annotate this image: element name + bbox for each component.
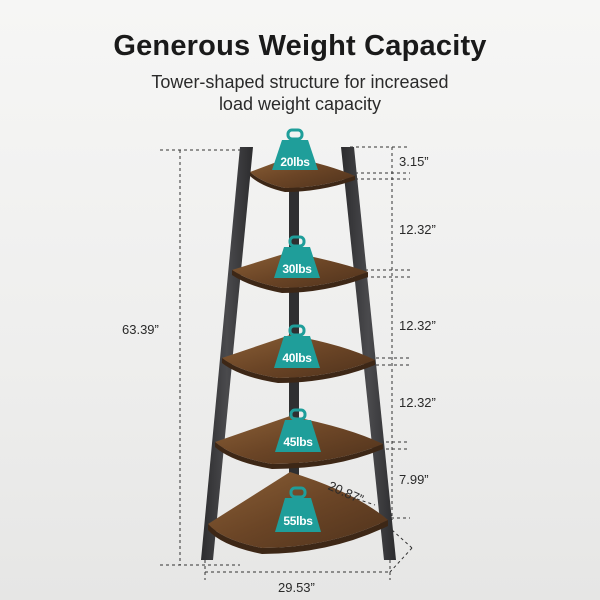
total-height-label: 63.39”	[122, 322, 159, 337]
weight-icon-1	[272, 128, 318, 170]
top-gap-label: 3.15”	[399, 154, 429, 169]
weight-icon-5	[275, 486, 321, 532]
gap-2-label: 12.32”	[399, 318, 436, 333]
gap-3-label: 12.32”	[399, 395, 436, 410]
subtitle-line-2: load weight capacity	[218, 94, 382, 114]
dimension-lines	[160, 146, 413, 580]
page-title: Generous Weight Capacity	[113, 30, 487, 62]
left-leg	[201, 147, 253, 560]
shelf-5-weight: 55lbs	[283, 514, 313, 528]
shelf-4-weight: 45lbs	[283, 435, 313, 449]
bottom-gap-label: 7.99”	[399, 472, 429, 487]
width-label: 29.53”	[278, 580, 315, 595]
weight-icon-3	[274, 324, 320, 368]
weight-icon-4	[275, 408, 321, 452]
gap-1-label: 12.32”	[399, 222, 436, 237]
shelf-2-weight: 30lbs	[282, 262, 312, 276]
right-leg	[341, 147, 396, 560]
weight-icon-2	[274, 235, 320, 278]
shelf-3-weight: 40lbs	[282, 351, 312, 365]
shelf-1-weight: 20lbs	[280, 155, 310, 169]
subtitle-line-1: Tower-shaped structure for increased	[151, 72, 449, 92]
